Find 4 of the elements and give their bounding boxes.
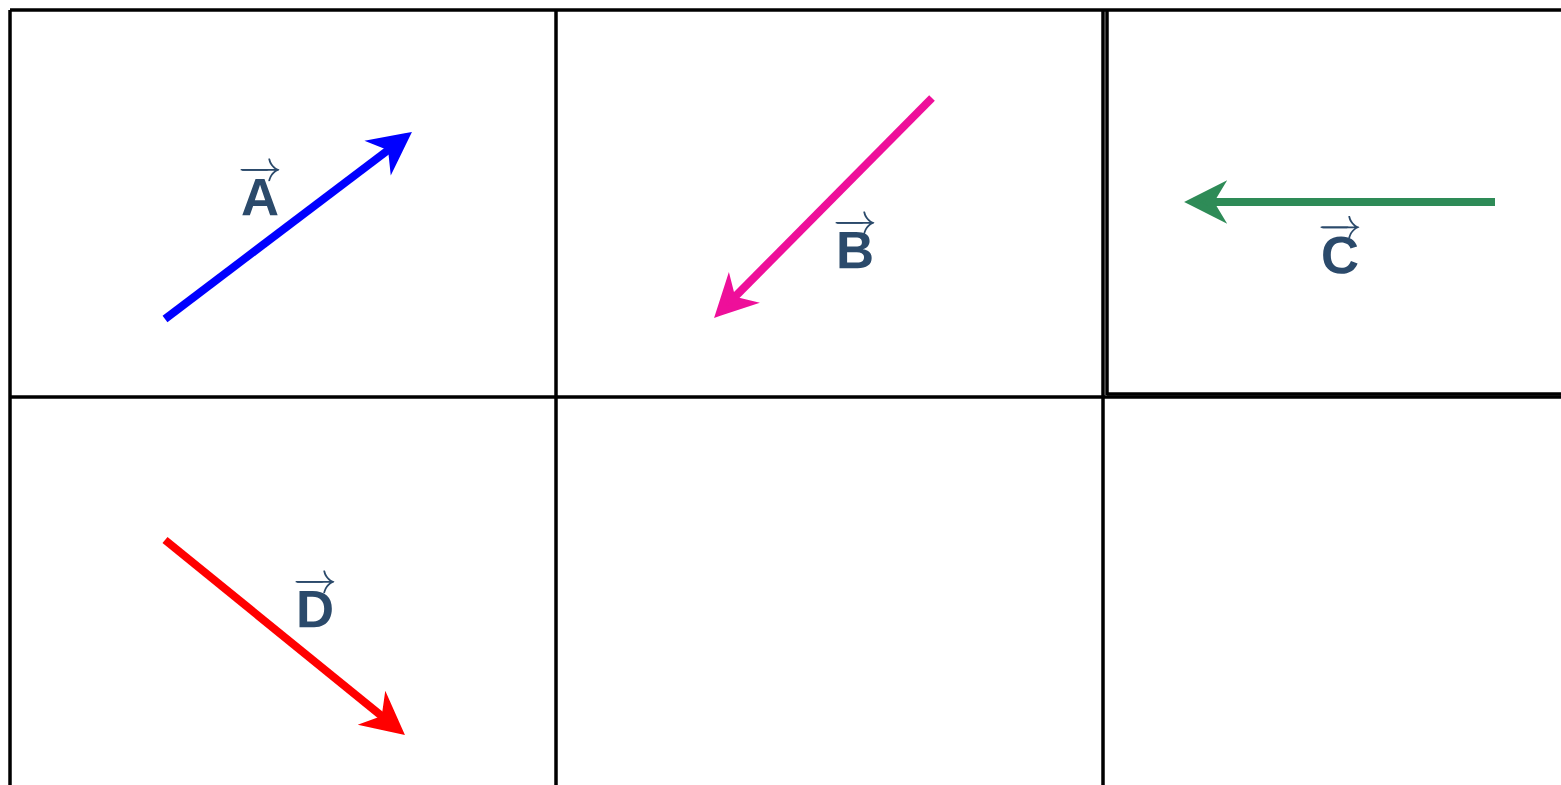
vector-label: $\overrightarrow{\mathbf{B}}$ xyxy=(835,211,875,269)
vector-label: $\overrightarrow{\mathbf{D}}$ xyxy=(295,570,335,628)
vector-label: $\overrightarrow{\mathbf{A}}$ xyxy=(240,158,280,216)
vector-label: $\overrightarrow{\mathbf{C}}$ xyxy=(1320,215,1360,274)
